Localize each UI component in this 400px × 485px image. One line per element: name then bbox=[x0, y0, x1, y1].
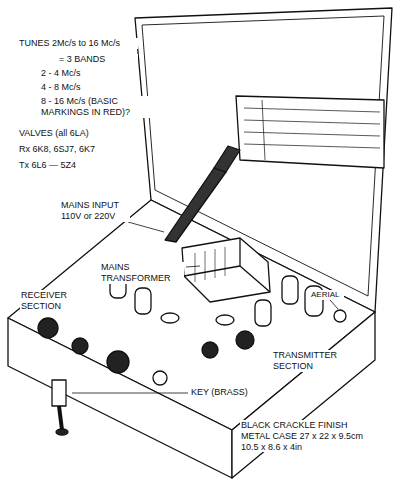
chart-line bbox=[244, 132, 380, 136]
knobs bbox=[38, 310, 346, 385]
handwritten-note: = 3 BANDS bbox=[58, 54, 138, 65]
case-note: BLACK CRACKLE FINISH METAL CASE 27 x 22 … bbox=[240, 420, 375, 452]
morse-key bbox=[52, 380, 68, 435]
leader-line bbox=[72, 393, 188, 394]
handwritten-note: TUNES 2Mc/s to 16 Mc/s bbox=[18, 38, 138, 49]
part-label: MAINS INPUT 110V or 220V bbox=[60, 200, 130, 222]
knob bbox=[72, 338, 88, 354]
key-knob bbox=[56, 429, 68, 435]
valve bbox=[282, 276, 298, 304]
valve bbox=[135, 288, 151, 314]
key-lever bbox=[59, 406, 62, 430]
part-label: MAINS TRANSFORMER bbox=[100, 262, 184, 284]
meter bbox=[153, 371, 167, 385]
handwritten-note: Tx 6L6 — 5Z4 bbox=[18, 160, 138, 171]
chart-line bbox=[244, 108, 380, 112]
mains-transformer bbox=[182, 238, 270, 302]
knob bbox=[107, 351, 129, 373]
valve bbox=[255, 300, 271, 326]
chart-lines bbox=[244, 100, 380, 160]
winding-line bbox=[195, 253, 196, 282]
transformer-edge bbox=[240, 266, 270, 292]
part-label: AERIAL bbox=[310, 290, 344, 300]
part-label: KEY (BRASS) bbox=[190, 387, 260, 398]
transformer-windings bbox=[195, 247, 225, 282]
handwritten-note: 4 - 8 Mc/s bbox=[40, 82, 120, 93]
part-label: RECEIVER SECTION bbox=[20, 290, 72, 312]
mains-cable bbox=[165, 168, 226, 242]
lid-chart-card bbox=[236, 96, 384, 168]
capacitor bbox=[161, 313, 179, 323]
handwritten-note: 2 - 4 Mc/s bbox=[40, 68, 120, 79]
tuning-knob bbox=[38, 318, 58, 338]
knob bbox=[202, 342, 218, 358]
capacitors bbox=[161, 313, 234, 325]
chart-line bbox=[244, 120, 380, 124]
handwritten-note: 8 - 16 Mc/s (BASIC MARKINGS IN RED)? bbox=[40, 96, 160, 118]
transformer-edge bbox=[239, 238, 240, 266]
handwritten-note: VALVES (all 6LA) bbox=[18, 128, 138, 139]
chart-line bbox=[262, 100, 265, 160]
transformer-edge bbox=[184, 266, 240, 276]
part-label: TRANSMITTER SECTION bbox=[272, 350, 344, 372]
knob bbox=[236, 331, 254, 349]
capacitor bbox=[216, 315, 234, 325]
leader-line bbox=[186, 266, 200, 267]
winding-line bbox=[215, 249, 216, 278]
case-front-face bbox=[8, 318, 232, 478]
winding-line bbox=[225, 247, 226, 276]
key-base bbox=[52, 380, 66, 406]
leader-line bbox=[330, 300, 338, 309]
winding-line bbox=[205, 251, 206, 280]
leader-line bbox=[128, 222, 164, 232]
mains-cable bbox=[214, 146, 240, 172]
handwritten-note: Rx 6K8, 6SJ7, 6K7 bbox=[18, 144, 138, 155]
aerial-terminal bbox=[334, 310, 346, 322]
